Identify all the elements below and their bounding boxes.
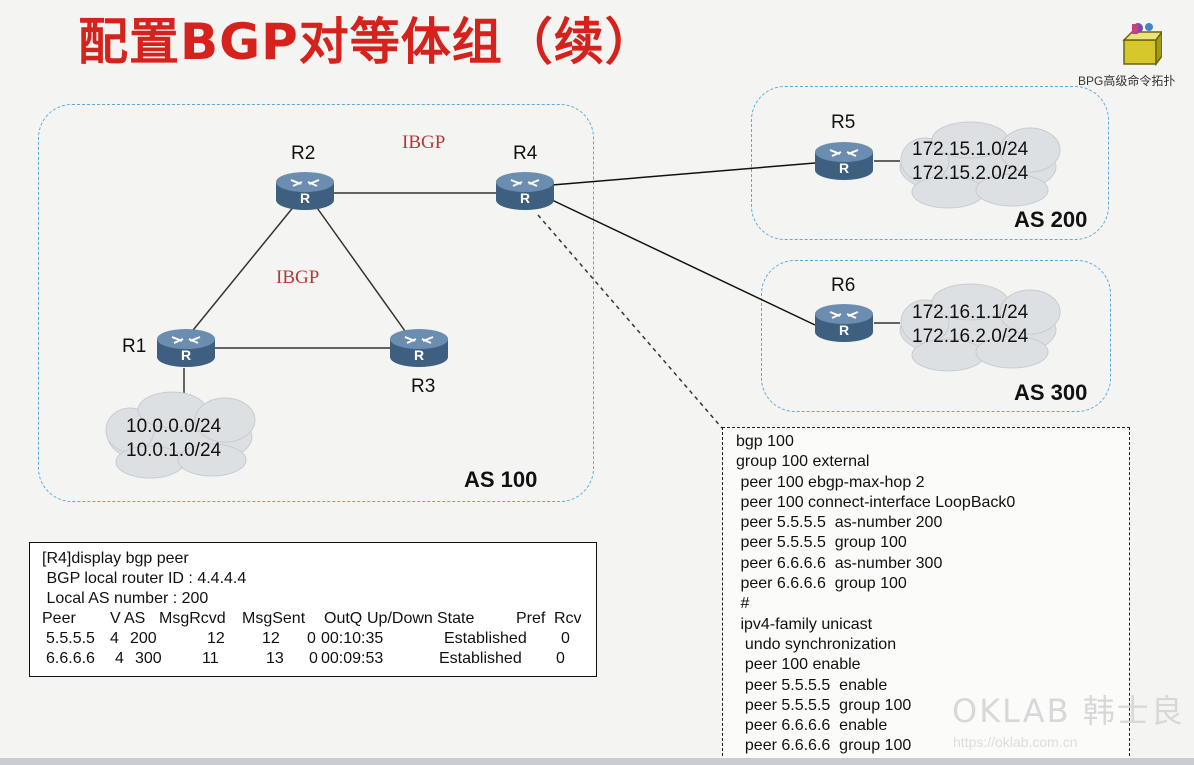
router-r6-icon [814,303,874,343]
peer-cell: 11 [202,650,219,667]
config-line: peer 5.5.5.5 as-number 200 [736,514,943,532]
peer-display-command: [R4]display bgp peer [42,550,189,567]
peer-cell: 12 [262,630,280,647]
config-line: undo synchronization [736,635,897,653]
link-r4-r6 [551,199,816,326]
network-r1-line2: 10.0.1.0/24 [126,440,222,461]
router-r5-icon [814,141,874,181]
network-r6-line2: 172.16.2.0/24 [912,326,1029,347]
network-r1: 10.0.0.0/24 10.0.1.0/24 [126,415,221,463]
network-r1-line1: 10.0.0.0/24 [126,416,222,437]
config-line: peer 100 ebgp-max-hop 2 [736,473,925,491]
network-r5-line1: 172.15.1.0/24 [912,139,1029,160]
peer-cell: 0 [556,650,565,667]
peer-cell: 12 [207,630,225,647]
peer-header: OutQ [324,610,363,627]
router-r4-icon [495,171,555,211]
as200-label: AS 200 [1014,207,1088,232]
package-icon [1122,23,1162,67]
router-r3-icon [389,328,449,368]
as100-label: AS 100 [464,467,538,492]
as200-region [751,86,1109,240]
router-r2-icon [275,171,335,211]
peer-display-box: [R4]display bgp peer BGP local router ID… [29,542,597,677]
router-r1-icon [156,328,216,368]
peer-cell: 0 [309,650,318,667]
peer-cell: Established [439,650,522,667]
router-r2-label: R2 [291,143,316,164]
config-line: peer 6.6.6.6 group 100 [736,575,907,593]
link-r2-r1 [184,204,296,341]
router-r6-label: R6 [831,275,856,296]
peer-header: AS [124,610,146,627]
peer-header: Rcv [554,610,582,627]
config-line: # [736,595,750,613]
peer-cell: 5.5.5.5 [46,630,95,647]
config-line: bgp 100 [736,433,794,450]
config-line: ipv4-family unicast [736,615,873,633]
ibgp-label-middle: IBGP [276,267,320,288]
link-r4-r5 [551,162,816,186]
network-r5-line2: 172.15.2.0/24 [912,163,1029,184]
bottom-bar [0,758,1194,765]
peer-cell: 00:10:35 [321,630,384,647]
peer-cell: Established [444,630,527,647]
network-r5: 172.15.1.0/24 172.15.2.0/24 [912,138,1028,186]
peer-cell: 00:09:53 [321,650,384,667]
router-r1-label: R1 [122,336,147,357]
as300-region [761,260,1111,412]
config-line: group 100 external [736,453,870,471]
as100-region [38,104,594,502]
peer-cell: 6.6.6.6 [46,650,95,667]
peer-table: Peer V AS MsgRcvd MsgSent OutQ Up/Down S… [42,609,596,671]
peer-cell: 13 [266,650,284,667]
cloud-r6 [899,283,1061,372]
peer-cell: 200 [130,630,157,647]
cloud-r1 [105,391,256,479]
network-r6: 172.16.1.1/24 172.16.2.0/24 [912,301,1028,349]
config-line: peer 5.5.5.5 group 100 [736,534,907,552]
peer-header: V [110,610,121,627]
peer-cell: 4 [115,650,124,667]
as300-label: AS 300 [1014,380,1088,405]
config-line: peer 5.5.5.5 group 100 [736,696,912,714]
topology-shortcut-label: BPG高级命令拓扑 [1078,74,1176,88]
peer-display-router-id: BGP local router ID : 4.4.4.4 [42,570,247,587]
ibgp-label-top: IBGP [402,132,446,153]
config-line: peer 5.5.5.5 enable [736,676,888,694]
peer-header: Pref [516,610,546,627]
config-line: peer 100 enable [736,656,861,674]
r4-config-box: bgp 100 group 100 external peer 100 ebgp… [722,427,1130,761]
config-line: peer 6.6.6.6 enable [736,717,888,735]
config-callout-line [537,214,723,429]
peer-header: MsgSent [242,610,306,627]
peer-cell: 0 [307,630,316,647]
peer-header: Up/Down [367,610,433,627]
config-line: peer 6.6.6.6 as-number 300 [736,554,943,572]
router-r3-label: R3 [411,376,436,397]
peer-header: Peer [42,610,76,627]
config-line: peer 6.6.6.6 group 100 [736,737,912,755]
router-r5-label: R5 [831,112,856,133]
peer-cell: 4 [110,630,119,647]
watermark-url: https://oklab.com.cn [953,734,1078,750]
peer-display-local-as: Local AS number : 200 [42,590,209,607]
peer-cell: 0 [561,630,570,647]
router-r4-label: R4 [513,143,538,164]
topology-shortcut[interactable]: BPG高级命令拓扑 [1078,20,1194,90]
cloud-r5 [899,121,1061,209]
peer-header: MsgRcvd [159,610,226,627]
watermark: OKLAB 韩士良 [952,692,1185,730]
config-line: peer 100 connect-interface LoopBack0 [736,493,1016,511]
page-title: 配置BGP对等体组（续） [78,13,656,71]
peer-cell: 300 [135,650,162,667]
peer-header: State [437,610,475,627]
link-r2-r3 [314,204,411,339]
network-r6-line1: 172.16.1.1/24 [912,302,1029,323]
